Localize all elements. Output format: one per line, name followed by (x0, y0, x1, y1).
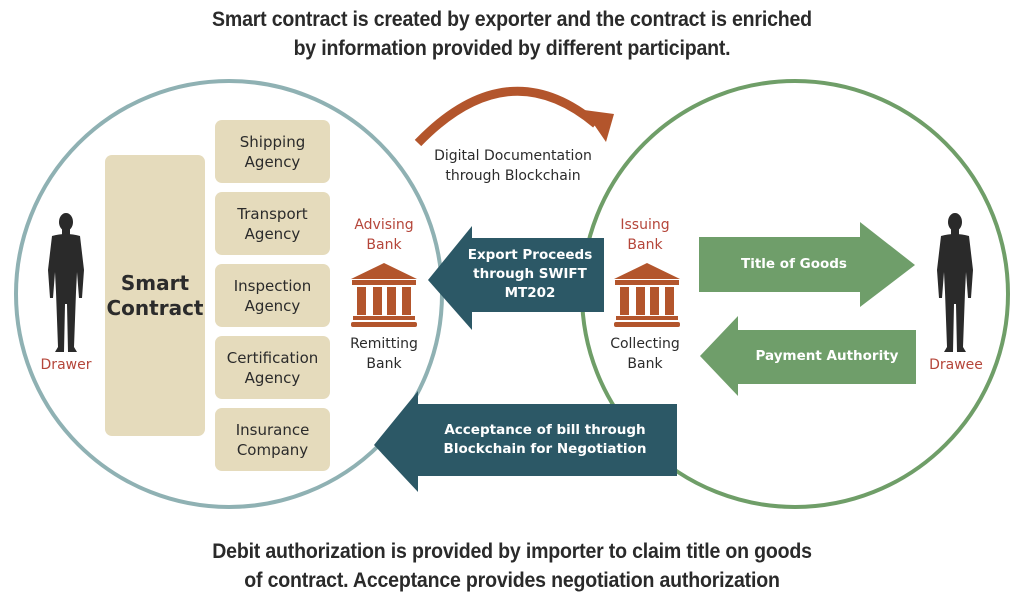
bottom-caption: Debit authorization is provided by impor… (36, 537, 988, 595)
payment-authority-arrow (700, 316, 916, 396)
drawee-label: Drawee (929, 357, 983, 373)
acceptance-label: Acceptance of bill through Blockchain fo… (420, 421, 670, 459)
payment-authority-label: Payment Authority (755, 348, 899, 364)
digital-documentation-arrowhead-icon (584, 110, 614, 142)
agency-line-1: Insurance (235, 420, 310, 439)
agency-line-1: Shipping (239, 132, 306, 151)
digital-documentation-label: Digital Documentation through Blockchain (413, 146, 613, 186)
issuing-bank-line-1: Issuing (620, 217, 670, 233)
remitting-bank-label: Remitting Bank (339, 334, 429, 374)
acceptance-line-2: Blockchain for Negotiation (443, 441, 647, 457)
top-caption-line-2: by information provided by different par… (293, 37, 731, 60)
drawer-label: Drawer (40, 357, 92, 373)
export-proceeds-line-1: Export Proceeds (467, 247, 593, 263)
export-proceeds-line-2: through SWIFT (473, 266, 587, 282)
smart-contract-line-2: Contract (106, 295, 204, 320)
issuing-bank-line-2: Bank (627, 237, 663, 253)
acceptance-arrow (374, 391, 677, 492)
export-proceeds-line-3: MT202 (504, 285, 556, 301)
agency-line-2: Agency (244, 296, 301, 315)
collecting-bank-line-2: Bank (627, 356, 663, 372)
collecting-bank-line-1: Collecting (610, 336, 680, 352)
drawer-person-icon (48, 213, 84, 352)
issuing-bank-label: Issuing Bank (600, 215, 690, 255)
export-proceeds-arrow (428, 226, 604, 330)
remitting-bank-line-2: Bank (366, 356, 402, 372)
issuing-bank-icon (614, 263, 680, 327)
digital-documentation-line-1: Digital Documentation (434, 148, 592, 164)
agency-line-2: Agency (244, 368, 301, 387)
top-caption: Smart contract is created by exporter an… (36, 5, 988, 63)
title-of-goods-arrow (699, 222, 915, 307)
top-caption-line-1: Smart contract is created by exporter an… (212, 8, 812, 31)
agency-line-2: Agency (244, 152, 301, 171)
agency-line-2: Company (236, 440, 309, 459)
digital-documentation-arc (414, 86, 599, 147)
agency-line-1: Certification (226, 348, 319, 367)
bottom-caption-line-1: Debit authorization is provided by impor… (212, 540, 812, 563)
advising-bank-line-2: Bank (366, 237, 402, 253)
agency-line-1: Transport (237, 204, 308, 223)
digital-documentation-line-2: through Blockchain (445, 168, 581, 184)
collecting-bank-label: Collecting Bank (597, 334, 693, 374)
agency-line-2: Agency (244, 224, 301, 243)
drawee-person-icon (937, 213, 973, 352)
export-proceeds-label: Export Proceeds through SWIFT MT202 (455, 246, 605, 303)
acceptance-line-1: Acceptance of bill through (444, 422, 646, 438)
agency-line-1: Inspection (233, 276, 312, 295)
advising-bank-line-1: Advising (354, 217, 414, 233)
smart-contract-line-1: Smart (120, 270, 190, 295)
advising-bank-icon (351, 263, 417, 327)
bottom-caption-line-2: of contract. Acceptance provides negotia… (244, 569, 780, 592)
smart-contract-box: Smart Contract (105, 155, 205, 436)
title-of-goods-label: Title of Goods (741, 256, 847, 272)
remitting-bank-line-1: Remitting (350, 336, 418, 352)
advising-bank-label: Advising Bank (339, 215, 429, 255)
